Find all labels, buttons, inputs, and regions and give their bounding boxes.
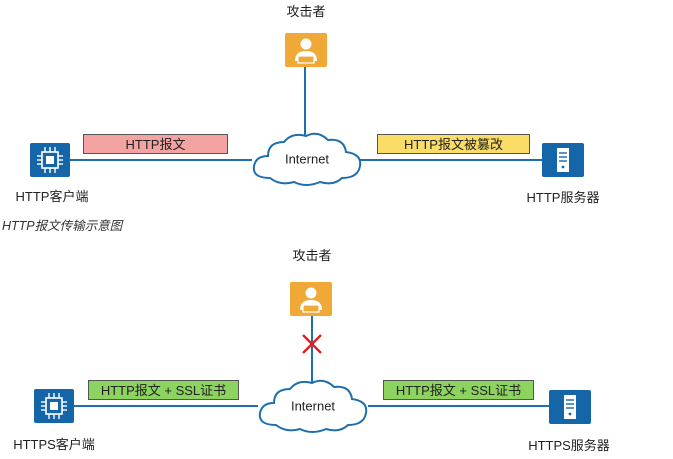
blocked-x-icon [302, 334, 322, 354]
internet-cloud-icon [258, 379, 368, 433]
attacker-person-icon [285, 33, 327, 67]
top-attacker-label: 攻击者 [286, 4, 326, 19]
top-server-label: HTTP服务器 [526, 190, 600, 205]
client-chip-icon [30, 143, 70, 177]
attacker-person-icon [290, 282, 332, 316]
top-left-message: HTTP报文 [83, 134, 228, 154]
top-client-label: HTTP客户端 [15, 189, 89, 204]
bottom-right-message: HTTP报文 + SSL证书 [383, 380, 534, 400]
bottom-attacker-label: 攻击者 [292, 248, 332, 263]
top-internet-label: Internet [284, 151, 330, 167]
top-caption: HTTP报文传输示意图 [2, 219, 123, 233]
server-tower-icon [542, 143, 584, 177]
bottom-internet-label: Internet [290, 398, 336, 414]
bottom-server-label: HTTPS服务器 [528, 438, 610, 453]
bottom-client-label: HTTPS客户端 [13, 437, 95, 452]
internet-cloud-icon [252, 132, 362, 186]
top-right-message: HTTP报文被篡改 [377, 134, 530, 154]
client-chip-icon [34, 389, 74, 423]
server-tower-icon [549, 390, 591, 424]
bottom-left-message: HTTP报文 + SSL证书 [88, 380, 239, 400]
